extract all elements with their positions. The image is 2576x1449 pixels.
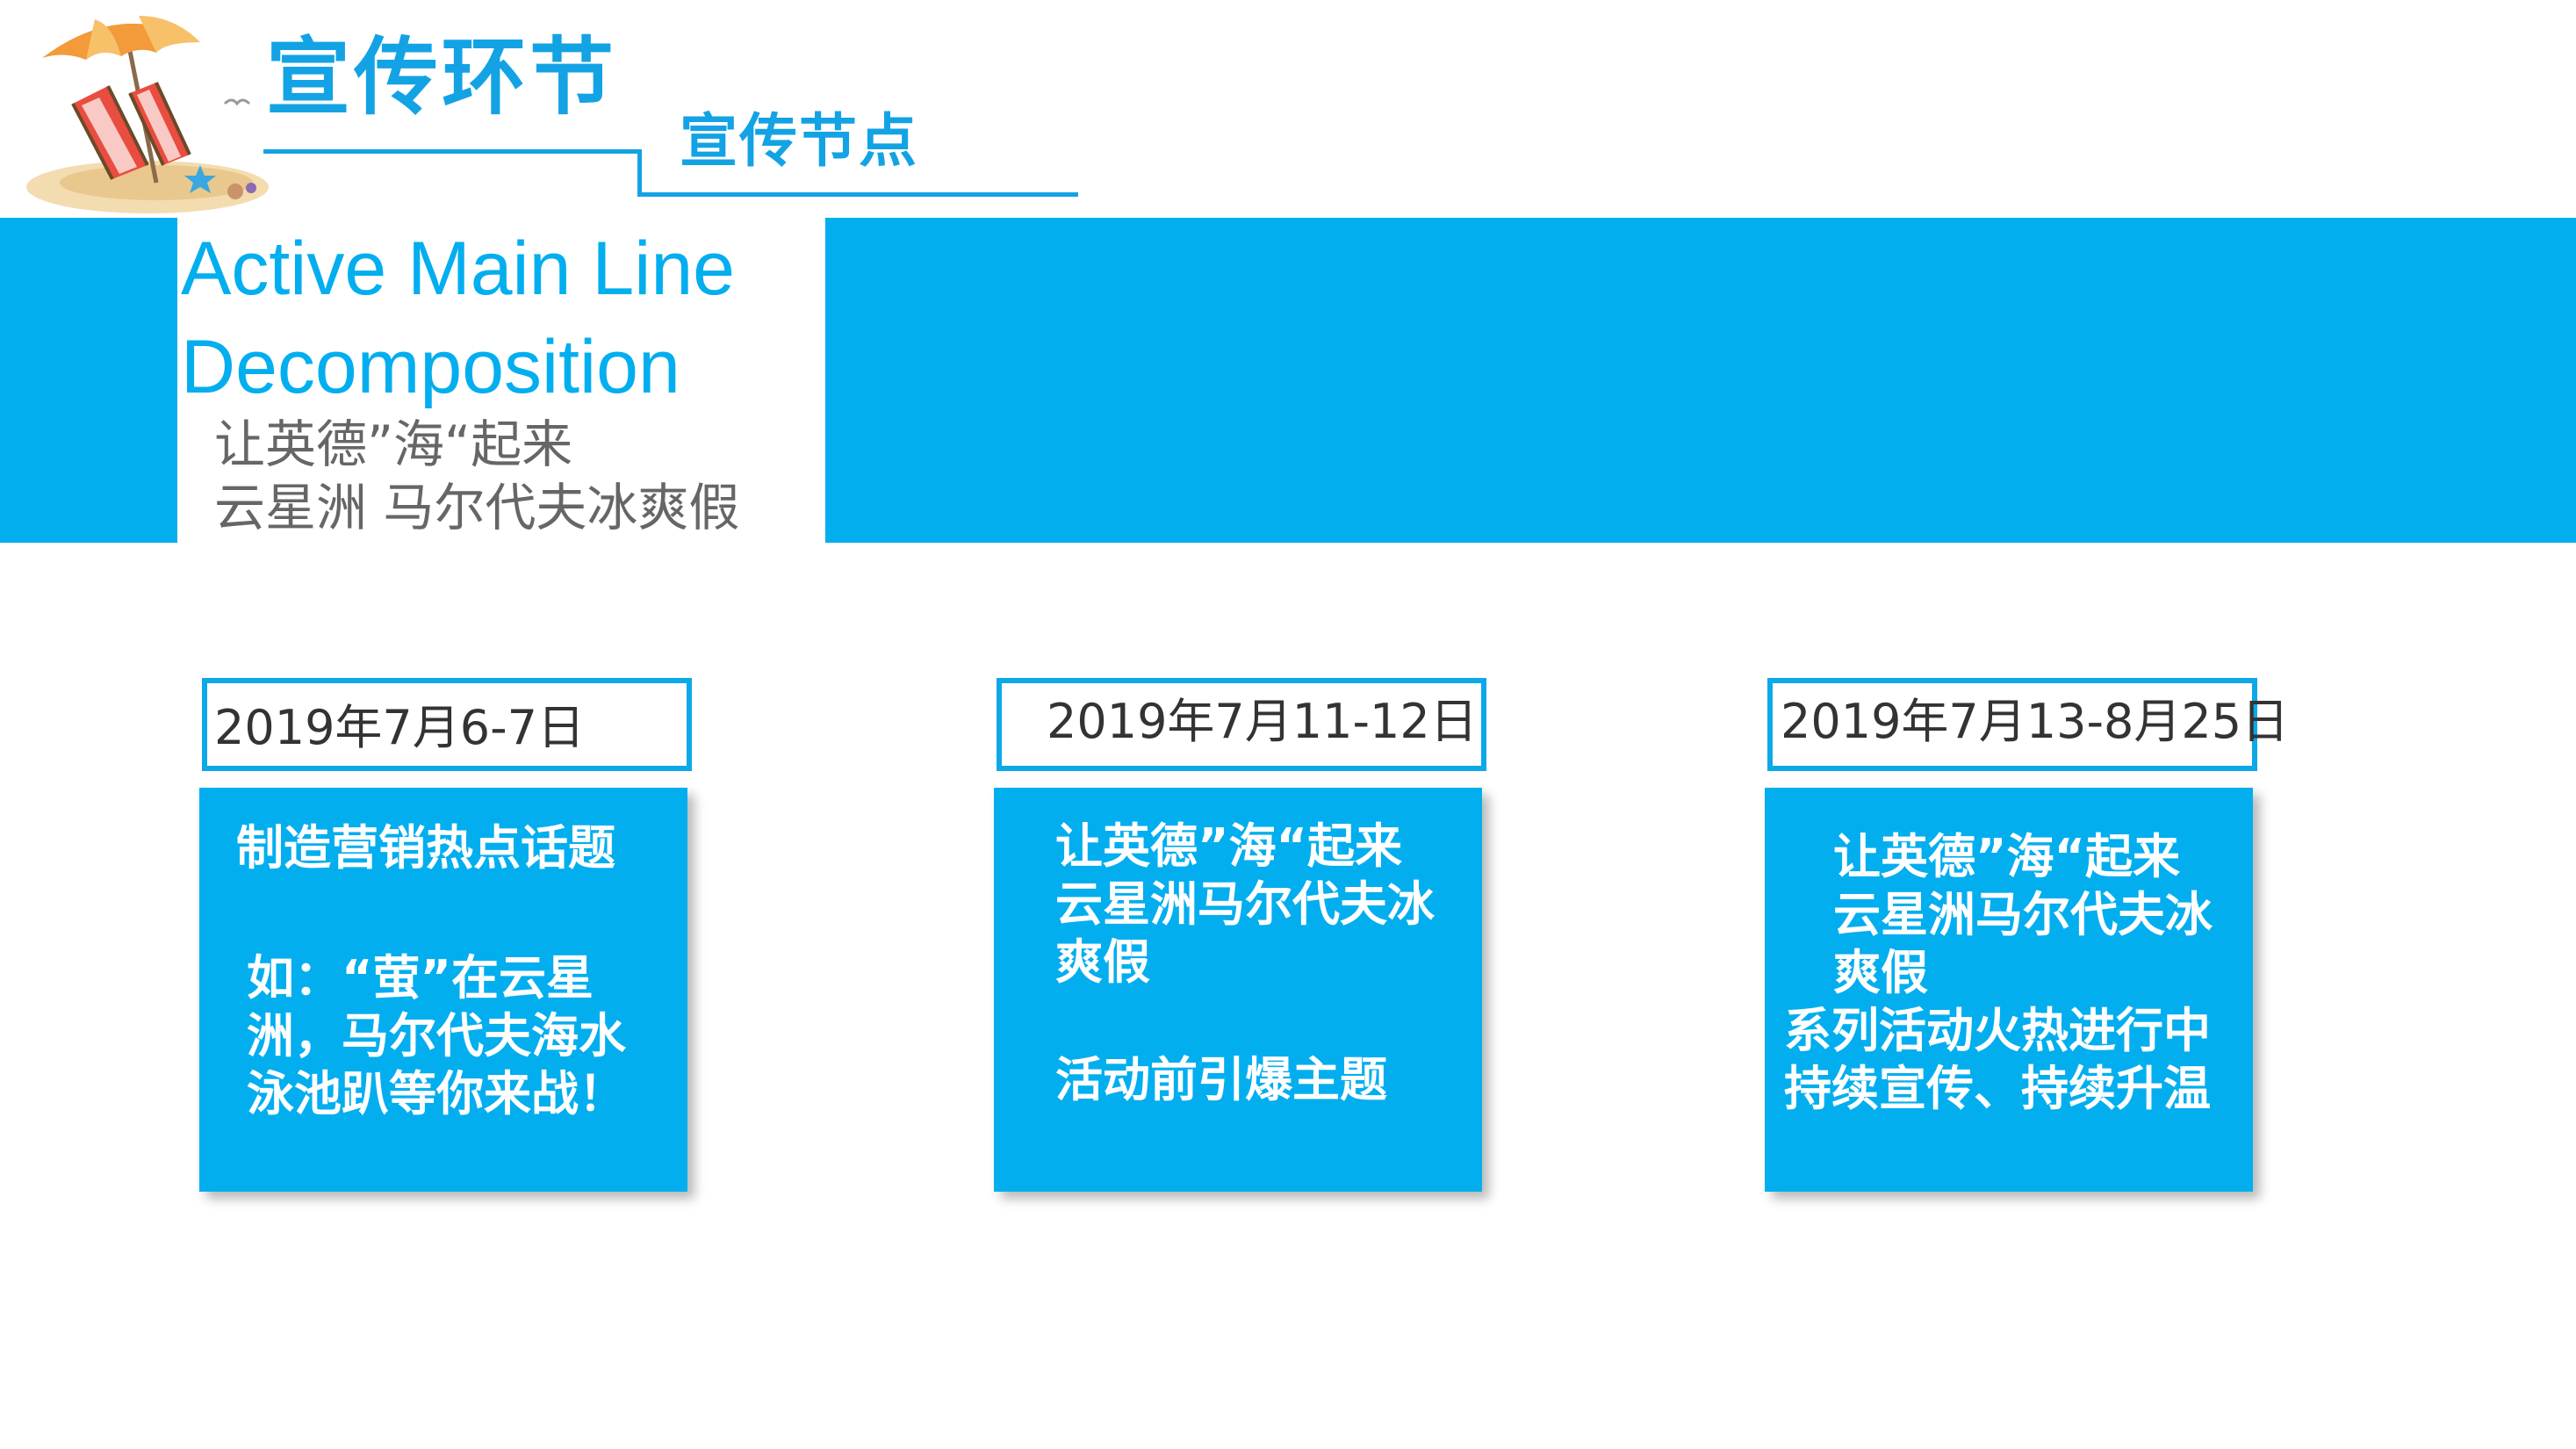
title-underline: [263, 149, 641, 154]
node-card-2: 让英德”海“起来 云星洲马尔代夫冰 爽假 活动前引爆主题: [994, 788, 1482, 1192]
node-card-3-line: 持续宣传、持续升温: [1784, 1061, 2211, 1116]
node-card-2-line: 爽假: [1055, 934, 1150, 990]
node-card-1-line: 如：“萤”在云星: [247, 950, 594, 1006]
node-card-2-line: [1055, 991, 1435, 1051]
page-title: 宣传环节: [266, 28, 617, 126]
banner-band-right: [825, 218, 2576, 543]
banner-english-heading: Active Main Line Decomposition: [181, 220, 735, 416]
date-label-node-2: 2019年7月11-12日: [1047, 694, 1478, 749]
banner-slogan-line-1: 让英德”海“起来: [214, 415, 573, 474]
banner-band-left: [0, 218, 177, 543]
node-card-2-text: 让英德”海“起来 云星洲马尔代夫冰 爽假 活动前引爆主题: [1055, 818, 1435, 1109]
node-card-2-line: 云星洲马尔代夫冰: [1055, 876, 1435, 932]
date-label-node-3: 2019年7月13-8月25日: [1781, 694, 2290, 749]
date-box-node-3: [1767, 678, 2257, 771]
node-card-1-line: 制造营销热点话题: [236, 820, 615, 876]
node-card-1-text: 制造营销热点话题 如：“萤”在云星 洲，马尔代夫海水 泳池趴等你来战！: [236, 819, 626, 1123]
node-card-1-line: 泳池趴等你来战！: [247, 1066, 626, 1121]
node-card-1-line: [236, 877, 626, 949]
banner-slogan-line-2: 云星洲 马尔代夫冰爽假: [214, 478, 740, 537]
node-card-3-line: 系列活动火热进行中: [1784, 1003, 2211, 1058]
beach-umbrella-chairs-icon: [26, 16, 269, 213]
page-subtitle: 宣传节点: [680, 107, 918, 175]
banner-english-line-1: Active Main Line: [181, 227, 735, 311]
node-card-3: 让英德”海“起来 云星洲马尔代夫冰 爽假 系列活动火热进行中 持续宣传、持续升温: [1765, 788, 2253, 1192]
node-card-3-line: 让英德”海“起来: [1833, 829, 2180, 884]
date-box-node-2: [997, 678, 1486, 771]
date-box-node-1: [202, 678, 692, 771]
node-card-3-line: 云星洲马尔代夫冰: [1833, 887, 2213, 942]
node-card-3-text: 让英德”海“起来 云星洲马尔代夫冰 爽假 系列活动火热进行中 持续宣传、持续升温: [1765, 828, 2213, 1118]
node-card-2-line: 活动前引爆主题: [1055, 1052, 1387, 1107]
node-card-1-line: 洲，马尔代夫海水: [247, 1008, 626, 1063]
subtitle-underline: [637, 192, 1078, 197]
node-card-2-line: 让英德”海“起来: [1055, 818, 1402, 874]
node-card-1: 制造营销热点话题 如：“萤”在云星 洲，马尔代夫海水 泳池趴等你来战！: [199, 788, 687, 1192]
node-card-3-line: 爽假: [1833, 945, 1928, 1000]
banner-english-line-2: Decomposition: [181, 325, 680, 409]
banner-slogan: 让英德”海“起来 云星洲 马尔代夫冰爽假: [214, 413, 739, 539]
date-label-node-1: 2019年7月6-7日: [214, 700, 585, 755]
title-divider: [637, 149, 642, 197]
